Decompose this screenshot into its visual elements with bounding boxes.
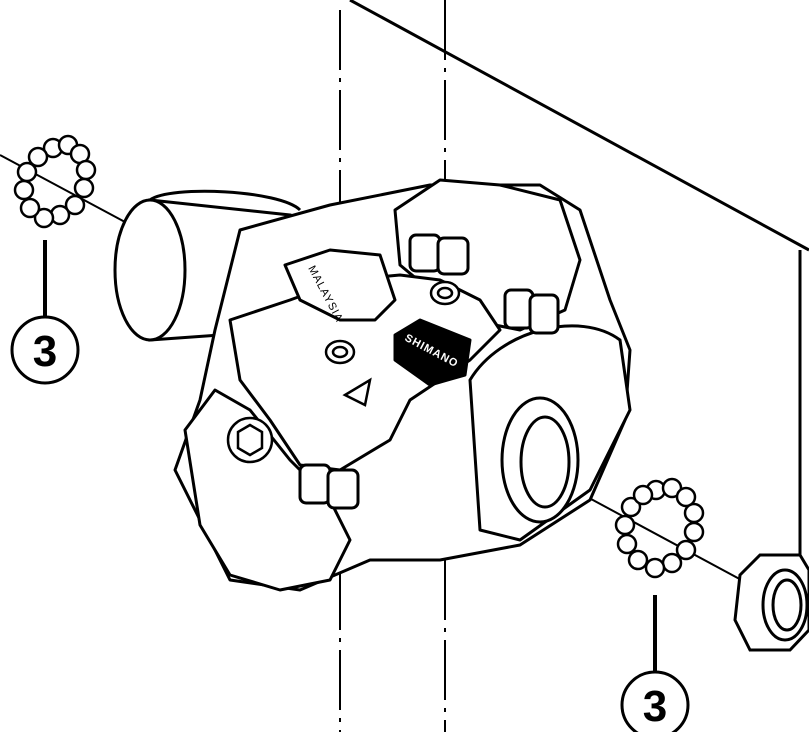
callout-leaders <box>43 240 657 672</box>
lock-nut <box>733 553 809 652</box>
spindle-bore-inner <box>519 415 571 509</box>
callout-number-bottom: 3 <box>643 682 667 731</box>
arrow-marker <box>342 377 372 407</box>
callout-circle-bottom <box>620 670 690 732</box>
rear-spring <box>298 463 360 510</box>
callout-bottom: 3 <box>620 670 690 732</box>
callout-left: 3 <box>10 315 80 385</box>
springs <box>298 233 560 510</box>
engraving-panel <box>283 248 397 322</box>
diagonal-frame-line <box>349 0 809 252</box>
bead-washer-right <box>614 477 705 579</box>
brand-panel <box>393 318 472 387</box>
bead-washer-left <box>13 134 97 229</box>
front-spring <box>408 233 560 335</box>
rear-cage <box>183 388 352 592</box>
pedal-body <box>173 178 632 592</box>
screws <box>226 280 461 464</box>
callout-number-left: 3 <box>33 327 57 376</box>
spindle-end-cap <box>113 198 187 342</box>
callout-circle-left <box>10 315 80 385</box>
